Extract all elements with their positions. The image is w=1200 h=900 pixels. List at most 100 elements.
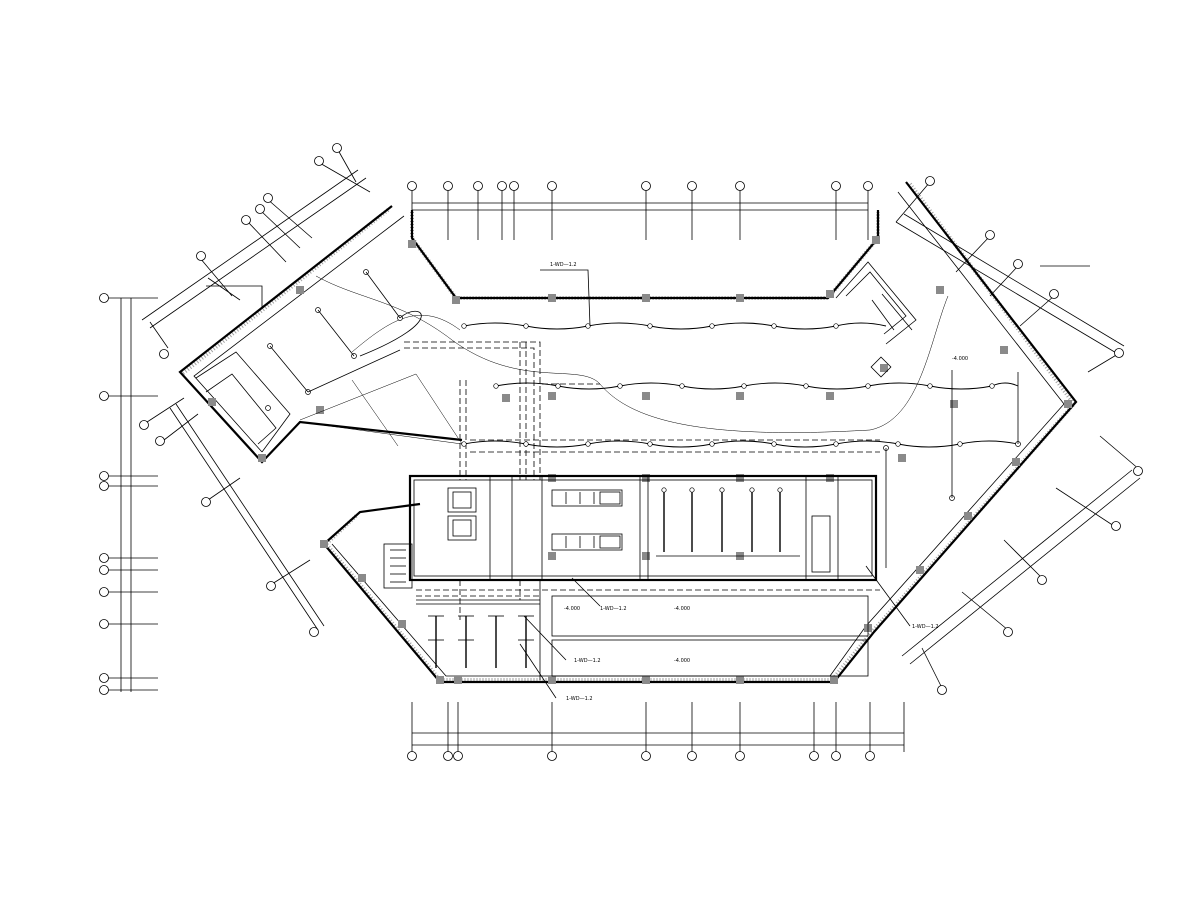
- axis-bubble: [641, 751, 651, 761]
- axis-bubble: [443, 751, 453, 761]
- axis-bubble: [99, 587, 109, 597]
- luminaire: [493, 383, 499, 389]
- axis-bubble: [99, 481, 109, 491]
- column: [736, 676, 744, 684]
- axis-bubble: [453, 751, 463, 761]
- luminaire: [679, 383, 685, 389]
- luminaire: [585, 323, 591, 329]
- lower-right-axis-lines: [901, 435, 1143, 695]
- interior-partitions: [195, 261, 917, 680]
- level-label: -4.000: [952, 356, 968, 362]
- column: [296, 286, 304, 294]
- upper-left-axis-lines: [141, 143, 371, 359]
- luminaire: [895, 441, 901, 447]
- axis-bubble: [473, 181, 483, 191]
- circuit-label: 1-WD—1.2: [566, 696, 593, 702]
- upper-right-axis-lines: [895, 176, 1125, 373]
- luminaire: [617, 383, 623, 389]
- luminaire: [523, 441, 529, 447]
- axis-bubble: [865, 751, 875, 761]
- luminaire: [803, 383, 809, 389]
- column: [826, 474, 834, 482]
- column: [880, 364, 888, 372]
- column: [642, 552, 650, 560]
- luminaire: [719, 487, 725, 493]
- column: [454, 676, 462, 684]
- lighting-run: [463, 440, 1019, 448]
- column: [964, 512, 972, 520]
- axis-bubble: [687, 751, 697, 761]
- column: [1000, 346, 1008, 354]
- axis-bubble: [687, 181, 697, 191]
- column: [736, 474, 744, 482]
- level-label: -4.000: [564, 606, 580, 612]
- ramp-curve: [315, 275, 949, 433]
- column: [642, 474, 650, 482]
- structural-columns: [208, 236, 1072, 684]
- axis-bubble: [99, 293, 109, 303]
- luminaire: [585, 441, 591, 447]
- column: [642, 392, 650, 400]
- lower-left-axis-lines: [139, 397, 325, 637]
- circuit-label: 1-WD—1.2: [550, 262, 577, 268]
- circuit-label: 1-WD—1.2: [574, 658, 601, 664]
- luminaire: [709, 441, 715, 447]
- luminaire: [555, 383, 561, 389]
- axis-bubble: [547, 751, 557, 761]
- column: [830, 676, 838, 684]
- column: [826, 392, 834, 400]
- top-dimension-chain: [407, 181, 873, 240]
- axis-bubble: [863, 181, 873, 191]
- column: [316, 406, 324, 414]
- core-light-fixtures: [565, 487, 800, 557]
- axis-bubble: [641, 181, 651, 191]
- luminaire: [777, 487, 783, 493]
- luminaire: [647, 441, 653, 447]
- column: [1012, 458, 1020, 466]
- axis-bubble: [831, 181, 841, 191]
- lighting-circuits: [461, 322, 1019, 448]
- axis-bubble: [99, 471, 109, 481]
- axis-bubble: [547, 181, 557, 191]
- luminaire: [927, 383, 933, 389]
- column: [826, 290, 834, 298]
- column: [548, 676, 556, 684]
- luminaire: [661, 487, 667, 493]
- axis-bubble: [99, 619, 109, 629]
- axis-bubble: [443, 181, 453, 191]
- luminaire: [461, 441, 467, 447]
- column: [548, 474, 556, 482]
- cable-trays: [404, 341, 880, 620]
- axis-bubble: [99, 553, 109, 563]
- column: [736, 294, 744, 302]
- luminaire: [461, 323, 467, 329]
- axis-bubble: [809, 751, 819, 761]
- lighting-run: [495, 382, 1019, 390]
- luminaire: [771, 323, 777, 329]
- axis-bubble: [509, 181, 519, 191]
- axis-bubble: [99, 685, 109, 695]
- axis-bubble: [99, 673, 109, 683]
- column: [452, 296, 460, 304]
- leader-lines: [206, 265, 1090, 699]
- level-label: -4.000: [674, 606, 690, 612]
- luminaire: [749, 487, 755, 493]
- right-wing-luminaires: [870, 293, 1021, 568]
- column: [642, 676, 650, 684]
- axis-bubble: [407, 181, 417, 191]
- column: [916, 566, 924, 574]
- circuit-label: 1-WD—1.2: [600, 606, 627, 612]
- column: [872, 236, 880, 244]
- column: [208, 398, 216, 406]
- luminaire: [523, 323, 529, 329]
- circuit-label: 1-WD—1.2: [912, 624, 939, 630]
- luminaire: [833, 323, 839, 329]
- axis-bubble: [735, 751, 745, 761]
- left-wing-luminaires: [265, 269, 422, 411]
- luminaire: [833, 441, 839, 447]
- left-dimension-chain: [99, 293, 158, 695]
- column: [502, 394, 510, 402]
- axis-bubble: [497, 181, 507, 191]
- column: [548, 392, 556, 400]
- luminaire: [989, 383, 995, 389]
